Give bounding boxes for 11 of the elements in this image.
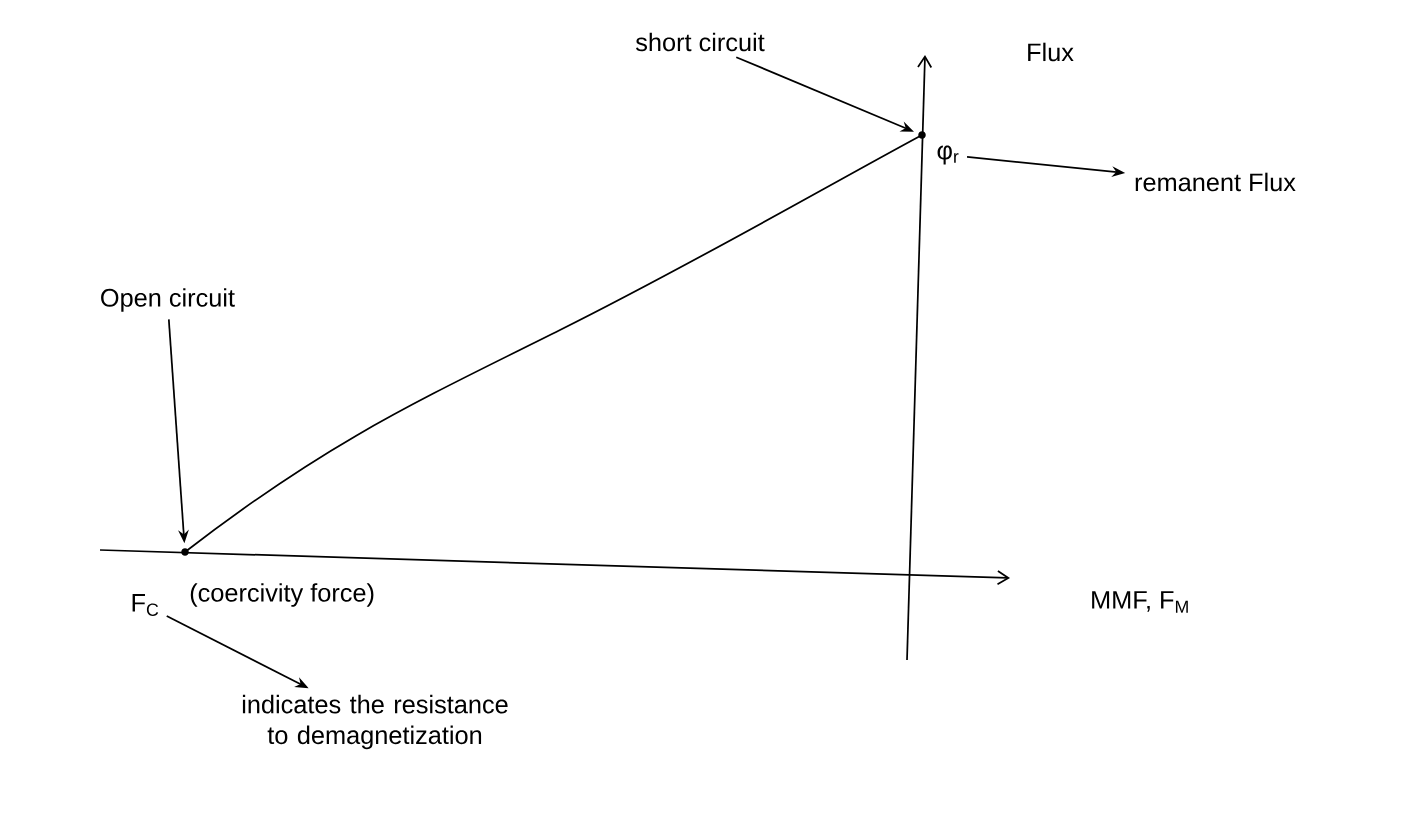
curve-point <box>181 548 189 556</box>
annotation-text: short circuit <box>635 32 765 52</box>
annotation-text: indicates the resistance to demagnetization <box>242 694 508 750</box>
annotation-text: (coercivity force) <box>190 583 374 607</box>
axis-label: MMF, F$_{M}$ <box>1092 591 1188 613</box>
curve-point <box>918 131 926 139</box>
annotation-text: remanent Flux <box>1135 172 1296 192</box>
axis-label: Flux <box>1028 42 1074 62</box>
annotation-text: Open circuit <box>101 288 235 312</box>
axis-value-label: F$_{C}$ <box>132 594 159 616</box>
axis-value-label: φ$_{r}$ <box>937 145 959 165</box>
